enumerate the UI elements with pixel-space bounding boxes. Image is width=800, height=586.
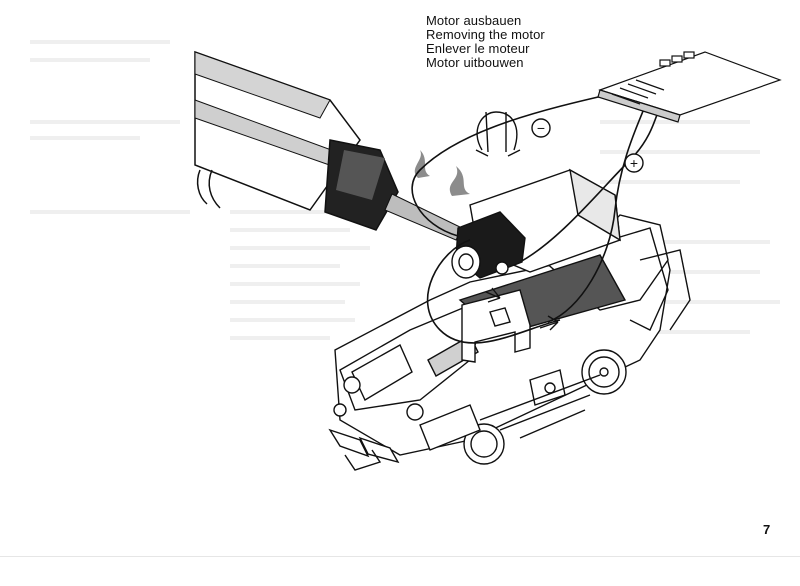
plus-sign: + [630,155,638,171]
minus-marker [531,118,551,138]
page-bottom-rule [0,556,800,557]
motor-icon [414,150,621,331]
caption-english: Removing the motor [426,27,545,42]
caption-german: Motor ausbauen [426,13,522,28]
decoder-board-icon [597,51,782,123]
polarity-markers: − + [531,118,644,173]
caption-dutch: Motor uitbouwen [426,55,524,70]
plus-marker [624,153,644,173]
motor-mount-bracket [461,289,531,363]
step-caption: Motor ausbauen Removing the motor Enleve… [426,14,545,70]
page-number: 7 [763,522,771,537]
motor-wires [411,91,661,344]
motor-clip [475,111,521,157]
screwdriver-icon [194,50,463,241]
caption-french: Enlever le moteur [426,41,530,56]
locomotive-icon [328,214,691,471]
minus-sign: − [537,120,545,136]
